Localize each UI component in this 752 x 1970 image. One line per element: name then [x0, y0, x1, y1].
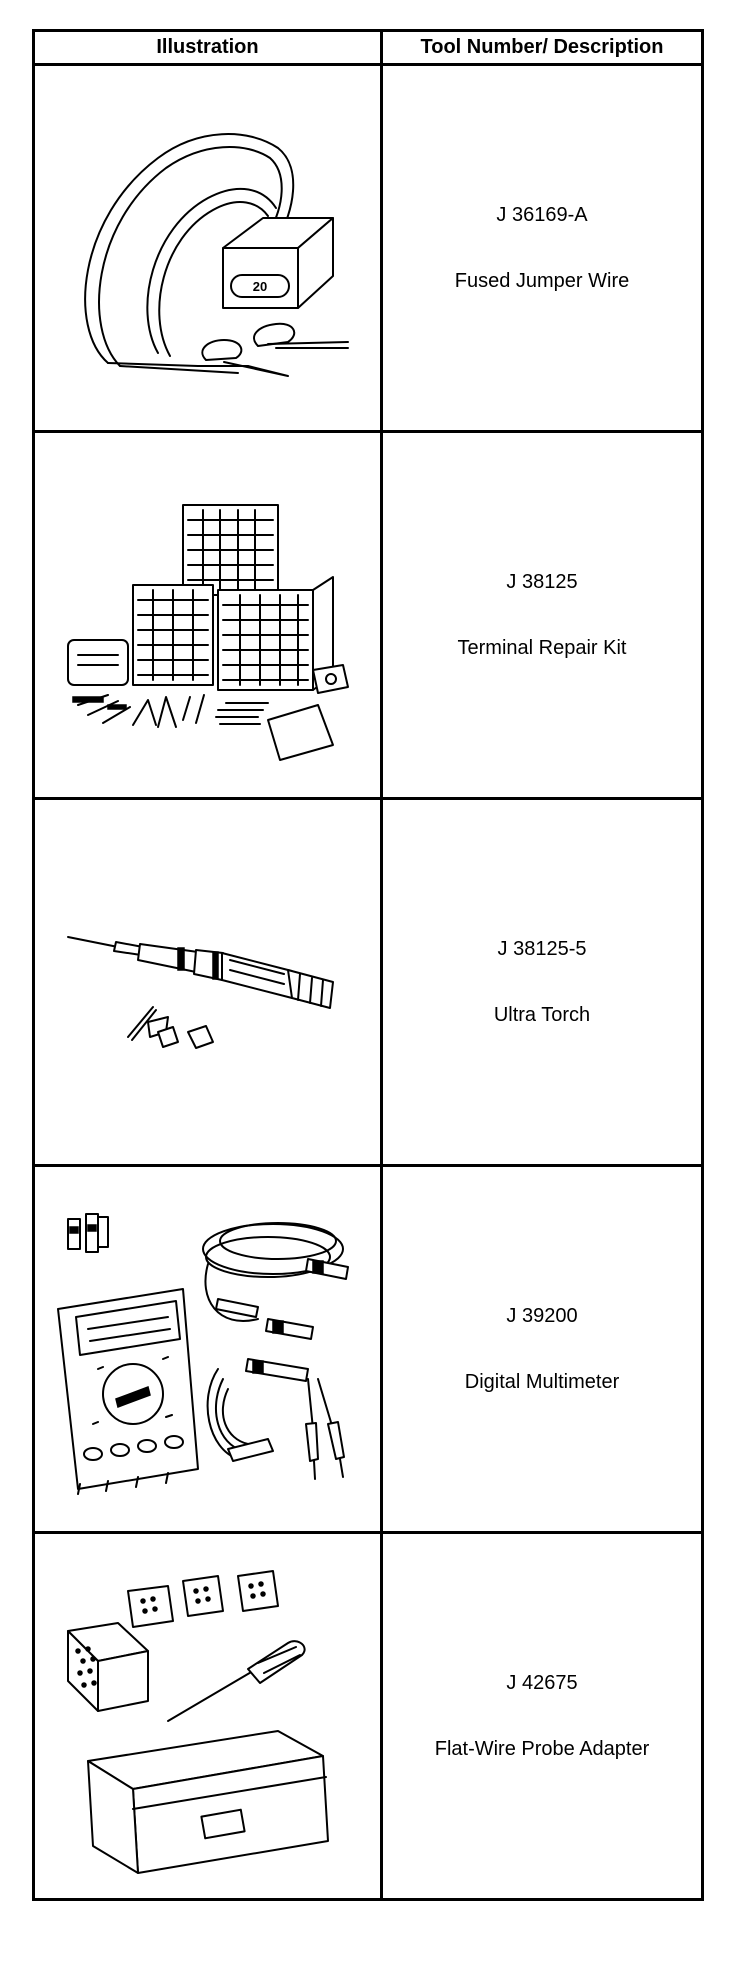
- tool-description: Digital Multimeter: [464, 1371, 620, 1393]
- header-tool-description: Tool Number/ Description: [380, 29, 704, 66]
- illustration-cell: [32, 1531, 383, 1901]
- description-cell: J 39200 Digital Multimeter: [380, 1164, 704, 1534]
- ultra-torch-icon: [66, 936, 334, 1049]
- illustration-cell: [32, 430, 383, 800]
- table-row: J 39200 Digital Multimeter: [32, 1164, 704, 1534]
- header-illustration: Illustration: [32, 29, 383, 66]
- description-cell: J 38125 Terminal Repair Kit: [380, 430, 704, 800]
- header-row: Illustration Tool Number/ Description: [32, 29, 704, 66]
- tool-table: Illustration Tool Number/ Description: [32, 29, 704, 1901]
- fused-jumper-wire-icon: 20: [83, 133, 349, 377]
- flat-wire-probe-adapter-icon: [66, 1570, 329, 1874]
- description-cell: J 38125-5 Ultra Torch: [380, 797, 704, 1167]
- tool-number: J 38125-5: [497, 938, 587, 960]
- table-row: J 38125-5 Ultra Torch: [32, 797, 704, 1167]
- tool-description: Flat-Wire Probe Adapter: [434, 1738, 650, 1760]
- digital-multimeter-icon: [56, 1213, 349, 1495]
- illustration-cell: [32, 797, 383, 1167]
- tool-description: Ultra Torch: [493, 1004, 591, 1026]
- description-cell: J 42675 Flat-Wire Probe Adapter: [380, 1531, 704, 1901]
- fuse-rating-label: 20: [252, 279, 266, 294]
- table-row: 20 J 36169-A Fused Jumper Wire: [32, 63, 704, 433]
- table-row: J 38125 Terminal Repair Kit: [32, 430, 704, 800]
- tool-description: Fused Jumper Wire: [454, 270, 630, 292]
- tool-number: J 42675: [506, 1672, 578, 1694]
- terminal-repair-kit-icon: [66, 504, 349, 761]
- tool-number: J 36169-A: [496, 204, 588, 226]
- table-row: J 42675 Flat-Wire Probe Adapter: [32, 1531, 704, 1901]
- description-cell: J 36169-A Fused Jumper Wire: [380, 63, 704, 433]
- illustration-cell: 20: [32, 63, 383, 433]
- tool-number: J 39200: [506, 1305, 578, 1327]
- tool-description: Terminal Repair Kit: [457, 637, 627, 659]
- tool-number: J 38125: [506, 571, 578, 593]
- illustration-cell: [32, 1164, 383, 1534]
